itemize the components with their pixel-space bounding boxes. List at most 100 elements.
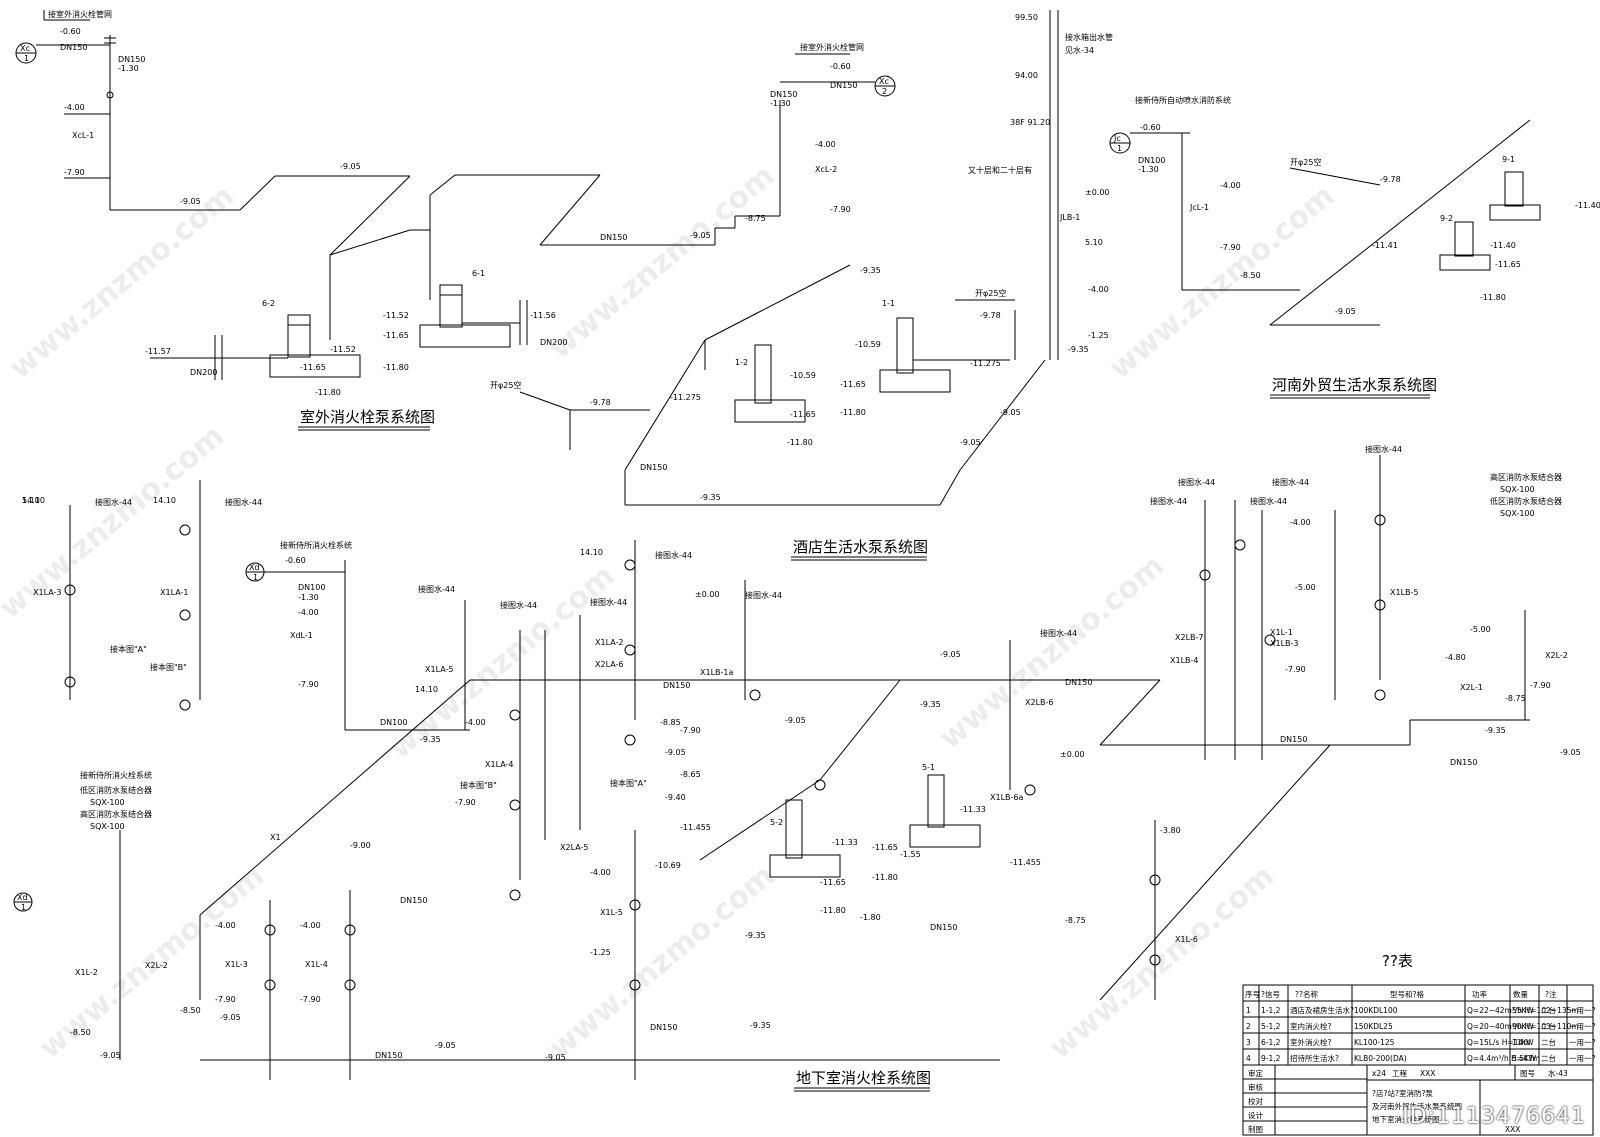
tb-design: 设计 (1248, 1110, 1264, 1120)
pump-base (909, 824, 981, 848)
pump-base (269, 354, 361, 378)
level-label: -11.57 (145, 347, 171, 356)
pump-base (1489, 204, 1541, 221)
marker-num: 1 (1117, 144, 1122, 153)
riser-label: XdL-1 (290, 631, 313, 640)
pipe-size-label: DN150 (830, 81, 857, 90)
pump-icon (927, 774, 945, 828)
hydrant-icon (1199, 569, 1211, 581)
riser-label: X1LA-5 (425, 665, 453, 674)
level-label: -11.80 (315, 388, 341, 397)
level-label: -9.05 (665, 748, 686, 757)
table-header-cell: 数量 (1513, 989, 1529, 999)
table-cell: 二台 (1541, 1053, 1556, 1063)
level-label: -7.90 (1220, 243, 1241, 252)
watermark: www.znzmo.com (3, 178, 241, 386)
watermark-layer: www.znzmo.com www.znzmo.com www.znzmo.co… (0, 158, 1341, 1066)
conn-note: 接图水-44 (500, 600, 537, 610)
level-label: -9.35 (420, 735, 441, 744)
hydrant-icon (509, 709, 521, 721)
marker-label: Xc (879, 77, 889, 86)
marker-num: 1 (24, 54, 29, 63)
level-label: -1.30 (1138, 165, 1159, 174)
tb-project-label: 工程 (1392, 1069, 1408, 1078)
level-label: -11.41 (1372, 241, 1398, 250)
level-label: -9.00 (350, 841, 371, 850)
hydrant-icon (179, 699, 191, 711)
marker-label: Xc (20, 44, 30, 53)
adapter-model: SQX-100 (1500, 509, 1535, 518)
riser-label: X1LB-1a (700, 668, 733, 677)
tb-check: 校对 (1248, 1096, 1264, 1106)
table-cell: Q=4.4m³/h H=47m (1467, 1054, 1540, 1063)
level-label: -0.60 (830, 62, 851, 71)
level-label: -9.05 (960, 438, 981, 447)
level-label: 5.10 (22, 496, 40, 505)
valve-icon (106, 91, 114, 99)
table-cell: 一用一? (1569, 1006, 1595, 1015)
pipe-size-label: DN150 (650, 1023, 677, 1032)
equipment-label: 5-1 (922, 763, 935, 772)
level-label: -11.65 (840, 380, 866, 389)
level-label: -0.60 (60, 27, 81, 36)
table-cell: 一用一? (1569, 1022, 1595, 1031)
level-label: -9.05 (1560, 748, 1581, 757)
pipe-size-label: DN200 (540, 338, 567, 347)
table-cell: 一用一? (1569, 1054, 1595, 1063)
riser-label: X1L-5 (600, 908, 623, 917)
level-label: -11.65 (820, 878, 846, 887)
level-label: -0.60 (1140, 123, 1161, 132)
hydrant-icon (814, 779, 826, 791)
table-cell: KL100-125 (1354, 1038, 1395, 1047)
level-label: -8.75 (1065, 916, 1086, 925)
hydrant-icon (629, 899, 641, 911)
hydrant-icon (624, 559, 636, 571)
riser-label: X1L-2 (75, 968, 98, 977)
table-cell: 酒店及裙房生活水? (1290, 1005, 1354, 1015)
riser-label: X2L-1 (1460, 683, 1483, 692)
pump-base (734, 399, 806, 423)
hotel-water-pump-system: 接室外消火栓管网 Xc 2 -0.60 DN150 DN150 -1.30 -4… (490, 42, 1046, 561)
hydrant-icon (344, 979, 356, 991)
level-label: -0.60 (285, 556, 306, 565)
riser-label: X2LB-7 (1175, 633, 1204, 642)
pipe-size-label: DN150 (770, 90, 797, 99)
level-label: -9.35 (750, 1021, 771, 1030)
riser-label: X1LB-3 (1270, 639, 1299, 648)
tb-desc-1: ?店?站?室消防?泵 (1372, 1088, 1433, 1098)
level-label: -11.52 (383, 311, 409, 320)
level-label: -11.40 (1490, 241, 1516, 250)
marker-label: Jc (1113, 134, 1121, 143)
hydrant-icon (509, 799, 521, 811)
marker-num: 2 (882, 87, 887, 96)
level-label: -7.90 (215, 995, 236, 1004)
table-cell: 二台 (1541, 1005, 1556, 1015)
pipe-size-label: DN150 (1280, 735, 1307, 744)
hydrant-icon (1149, 954, 1161, 966)
level-label: 99.50 (1015, 13, 1038, 22)
hydrant-icon (624, 644, 636, 656)
level-label: -8.75 (1505, 694, 1526, 703)
level-label: -9.35 (1068, 345, 1089, 354)
pump-icon (1504, 171, 1524, 207)
hydrant-icon (1234, 539, 1246, 551)
pump-base (1439, 254, 1491, 271)
table-cell: Q=15L/s H=14m (1467, 1038, 1531, 1047)
level-label: -8.50 (180, 1006, 201, 1015)
riser-label: X1L-4 (305, 960, 328, 969)
table-cell: 90KW (1512, 1022, 1534, 1031)
hydrant-icon (1264, 634, 1276, 646)
conn-note: 接图水-44 (655, 550, 692, 560)
level-label: -4.00 (1290, 518, 1311, 527)
level-label: -4.00 (298, 608, 319, 617)
table-cell: Q=20~40m³/h H=103~110m (1467, 1022, 1579, 1031)
level-label: -4.00 (300, 921, 321, 930)
conn-note: 接图水-44 (745, 590, 782, 600)
marker-num: 1 (253, 573, 258, 582)
floor-note: 又十层和二十层有 (968, 165, 1032, 175)
pump-icon (439, 284, 463, 328)
level-label: -7.90 (300, 995, 321, 1004)
riser-label: X2L-2 (1545, 651, 1568, 660)
table-cell: 5.5KW (1512, 1054, 1537, 1063)
pipe-size-label: DN100 (1138, 156, 1165, 165)
